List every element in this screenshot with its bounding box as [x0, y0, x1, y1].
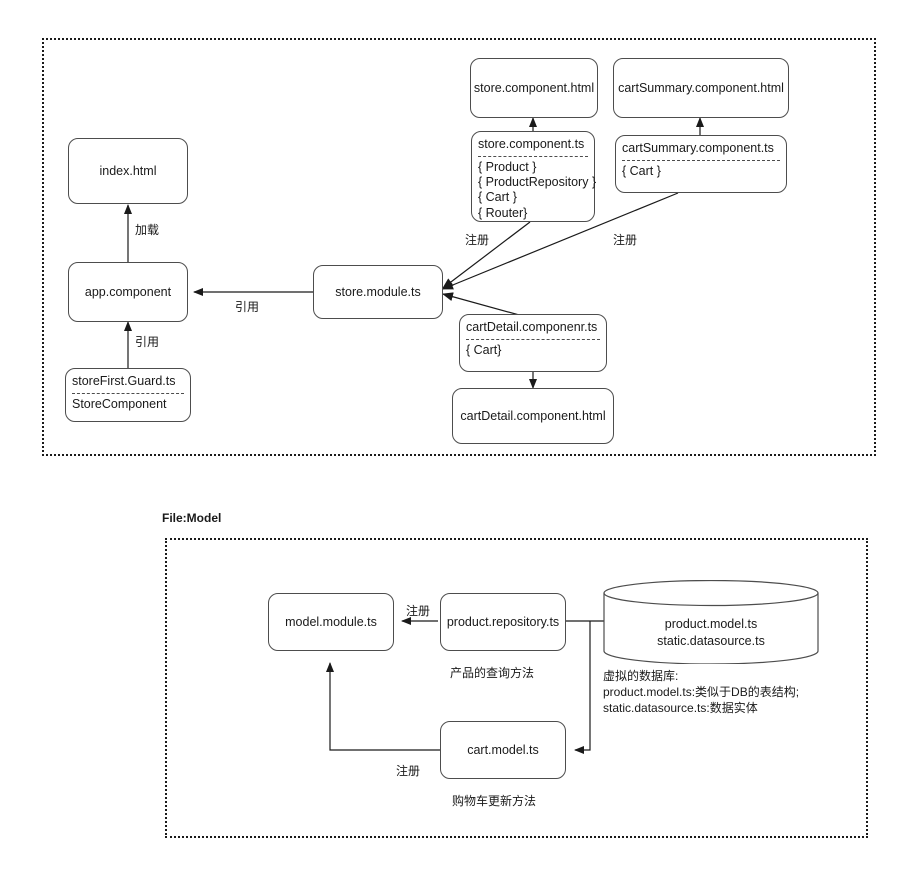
node-store-component-ts-body: { Product } { ProductRepository } { Cart…: [478, 159, 597, 220]
node-cartsummary-component-ts-title: cartSummary.component.ts: [622, 141, 774, 155]
node-storefirst-guard-title: storeFirst.Guard.ts: [72, 374, 176, 388]
node-store-module[interactable]: store.module.ts: [313, 265, 443, 319]
node-store-component-ts[interactable]: store.component.ts { Product } { Product…: [471, 131, 597, 222]
node-product-repository[interactable]: product.repository.ts: [440, 593, 566, 651]
edge-label-register-product-repository: 注册: [406, 604, 431, 618]
edge-label-register-cart-model: 注册: [396, 764, 421, 778]
node-database-cylinder[interactable]: product.model.ts static.datasource.ts: [603, 579, 819, 665]
edge-label-load: 加载: [135, 223, 160, 237]
node-app-component[interactable]: app.component: [68, 262, 188, 322]
separator: [622, 159, 780, 161]
note-product-repository: 产品的查询方法: [450, 666, 535, 680]
node-cart-model[interactable]: cart.model.ts: [440, 721, 566, 779]
node-cartdetail-component-ts-body: { Cart}: [466, 342, 502, 357]
note-database: 虚拟的数据库: product.model.ts:类似于DB的表结构; stat…: [603, 669, 800, 716]
cylinder-shape: [603, 579, 819, 665]
node-model-module[interactable]: model.module.ts: [268, 593, 394, 651]
node-cartdetail-component-html[interactable]: cartDetail.component.html: [452, 388, 614, 444]
node-database-label: product.model.ts static.datasource.ts: [657, 617, 765, 648]
node-cartdetail-component-ts[interactable]: cartDetail.componenr.ts { Cart}: [459, 314, 607, 372]
node-store-component-html[interactable]: store.component.html: [470, 58, 598, 118]
separator: [466, 338, 600, 340]
node-cartsummary-component-html[interactable]: cartSummary.component.html: [613, 58, 789, 118]
edge-label-ref-module: 引用: [235, 300, 260, 314]
edge-label-register-cart-summary: 注册: [613, 233, 638, 247]
note-cart-model: 购物车更新方法: [452, 794, 537, 808]
node-storefirst-guard-body: StoreComponent: [72, 396, 167, 411]
group-label-model: File:Model: [162, 511, 222, 525]
node-cartsummary-component-ts[interactable]: cartSummary.component.ts { Cart }: [615, 135, 787, 193]
group-store-section: [42, 38, 876, 456]
node-store-component-ts-title: store.component.ts: [478, 137, 585, 151]
node-cartsummary-component-ts-body: { Cart }: [622, 163, 661, 178]
node-cartdetail-component-ts-title: cartDetail.componenr.ts: [466, 320, 598, 334]
separator: [478, 155, 588, 157]
edge-label-register-store-component: 注册: [465, 233, 490, 247]
group-model-section: [165, 538, 868, 838]
node-storefirst-guard[interactable]: storeFirst.Guard.ts StoreComponent: [65, 368, 191, 422]
edge-label-ref-guard: 引用: [135, 335, 160, 349]
separator: [72, 392, 184, 394]
node-index-html[interactable]: index.html: [68, 138, 188, 204]
